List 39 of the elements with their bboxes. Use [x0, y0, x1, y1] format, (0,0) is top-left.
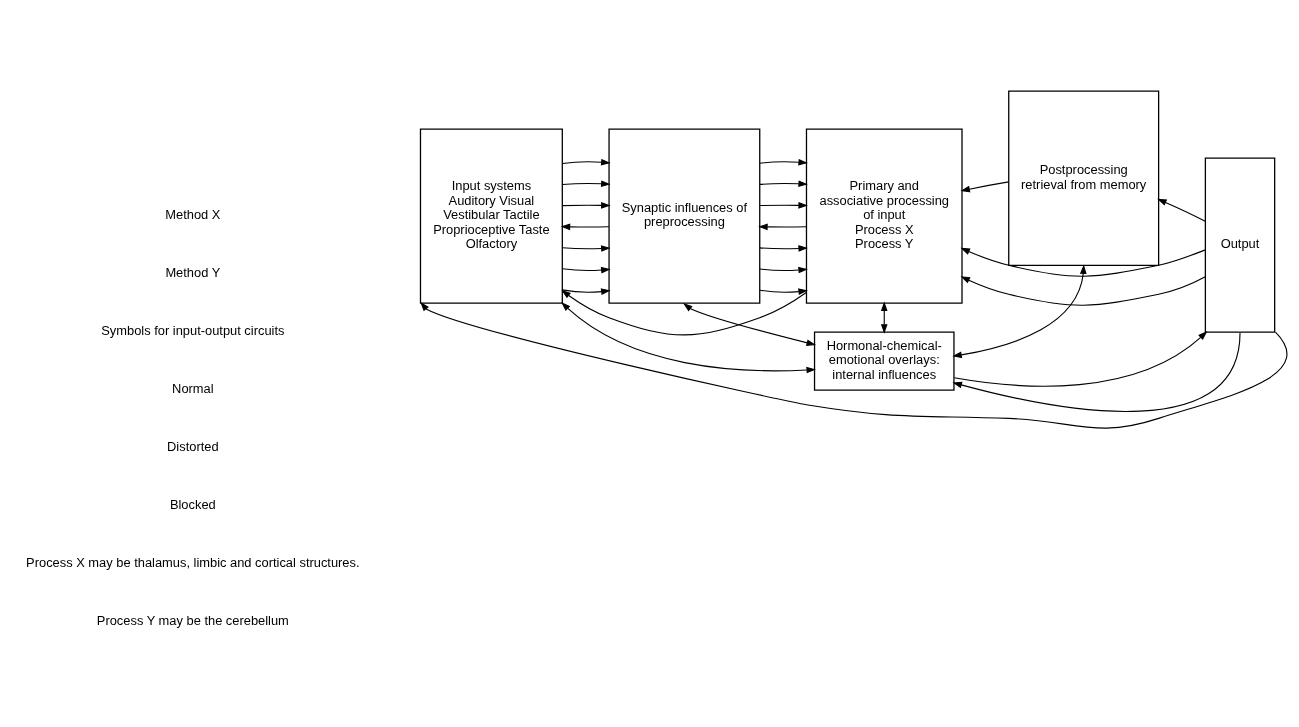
arrow — [1157, 198, 1206, 222]
arrow — [560, 223, 610, 230]
legend-label: Distorted — [167, 438, 219, 454]
arrow — [758, 223, 807, 230]
node-box: Primary and associative processing of input Process X Process Y — [805, 127, 963, 304]
arrow — [561, 201, 611, 209]
arrow — [759, 287, 808, 295]
arrow — [561, 244, 611, 252]
arrow — [960, 180, 1010, 192]
arrow — [561, 301, 816, 373]
node-box: Input systems Auditory Visual Vestibular Tactile Proprioceptive Taste Olfactory — [419, 127, 563, 304]
arrow — [561, 179, 611, 187]
arrow — [759, 244, 808, 252]
label: Symbols for input-output circuits — [101, 322, 285, 338]
arrow — [759, 158, 808, 166]
label: Method X — [165, 206, 221, 222]
legend-label: Normal — [172, 380, 214, 396]
arrow — [960, 275, 1206, 306]
arrow — [952, 263, 1087, 358]
arrow — [759, 179, 808, 187]
arrow — [953, 330, 1208, 387]
node-box: Postprocessing retrieval from memory — [1008, 90, 1160, 266]
arrow — [420, 301, 1288, 429]
node-box: Hormonal-chemical-emotional overlays: internal influences — [813, 331, 955, 391]
legend-label: Blocked — [169, 496, 216, 512]
label: Process X may be thalamus, limbic and cortical structures. — [26, 554, 360, 570]
arrow — [561, 287, 611, 295]
arrow — [561, 289, 807, 335]
label: Process Y may be the cerebellum — [96, 612, 289, 628]
arrow — [561, 158, 611, 165]
node-box: Synaptic influences of preprocessing — [608, 127, 761, 304]
label: Method Y — [165, 264, 221, 280]
arrow — [759, 201, 808, 209]
arrow — [759, 266, 808, 273]
arrow — [683, 302, 817, 346]
arrow — [561, 266, 611, 273]
arrow — [960, 247, 1206, 277]
arrow — [952, 331, 1241, 412]
node-box: Output — [1204, 156, 1276, 333]
